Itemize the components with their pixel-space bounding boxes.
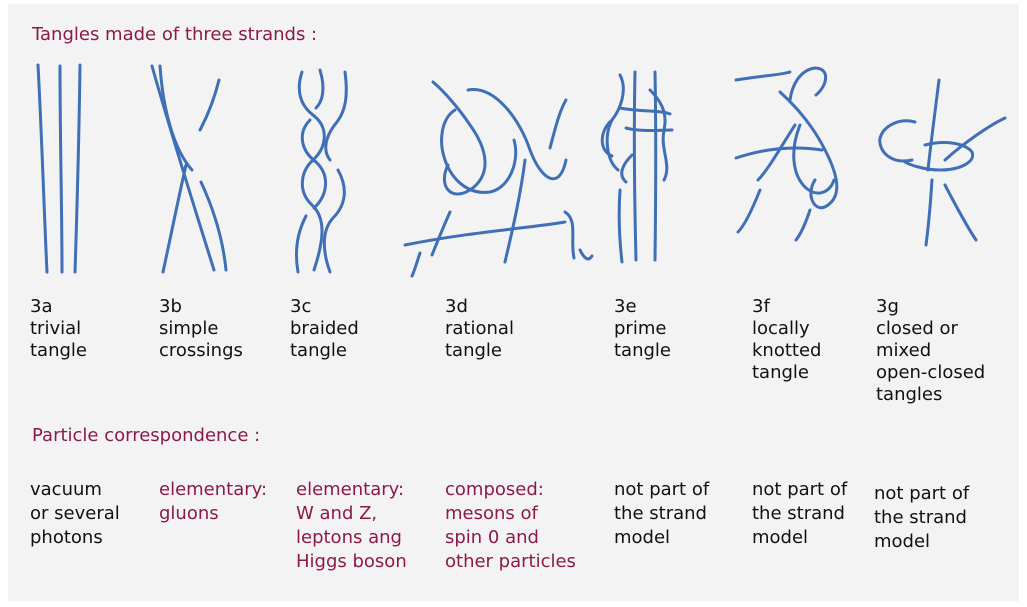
tangle-3a-drawing: [38, 65, 80, 272]
correspondence-line: model: [874, 530, 969, 554]
tangle-name-line: closed or: [876, 318, 985, 340]
tangle-id: 3d: [445, 296, 514, 318]
correspondence-line: composed:: [445, 478, 576, 502]
tangle-id: 3g: [876, 296, 985, 318]
tangle-label-3e: 3e prime tangle: [614, 296, 671, 362]
tangle-name-line: rational: [445, 318, 514, 340]
tangle-name-line: braided: [290, 318, 359, 340]
correspondence-3f: not part of the strand model: [752, 478, 847, 550]
tangle-3c-drawing: [297, 70, 347, 272]
tangle-name-line: tangle: [445, 340, 514, 362]
correspondence-line: not part of: [752, 478, 847, 502]
tangle-name-line: simple: [159, 318, 243, 340]
correspondence-heading: Particle correspondence :: [32, 425, 260, 447]
correspondence-line: photons: [30, 526, 120, 550]
tangle-drawings: [0, 0, 1027, 300]
tangle-name-line: open-closed: [876, 362, 985, 384]
tangle-3e-drawing: [602, 72, 672, 262]
correspondence-line: not part of: [614, 478, 709, 502]
tangle-label-3c: 3c braided tangle: [290, 296, 359, 362]
tangle-id: 3b: [159, 296, 243, 318]
tangle-name-line: crossings: [159, 340, 243, 362]
correspondence-line: W and Z,: [296, 502, 407, 526]
tangle-name-line: tangle: [614, 340, 671, 362]
tangle-3f-drawing: [736, 68, 837, 240]
correspondence-line: other particles: [445, 550, 576, 574]
tangle-id: 3e: [614, 296, 671, 318]
tangle-3d-drawing: [405, 82, 592, 276]
tangle-name-line: trivial: [30, 318, 87, 340]
tangle-label-3b: 3b simple crossings: [159, 296, 243, 362]
correspondence-line: mesons of: [445, 502, 576, 526]
correspondence-line: elementary:: [159, 478, 267, 502]
correspondence-line: elementary:: [296, 478, 407, 502]
tangle-name-line: tangle: [752, 362, 821, 384]
correspondence-line: not part of: [874, 482, 969, 506]
tangle-label-3f: 3f locally knotted tangle: [752, 296, 821, 384]
tangle-id: 3a: [30, 296, 87, 318]
correspondence-line: Higgs boson: [296, 550, 407, 574]
tangle-id: 3f: [752, 296, 821, 318]
tangle-name-line: tangles: [876, 384, 985, 406]
correspondence-line: model: [752, 526, 847, 550]
correspondence-3b: elementary: gluons: [159, 478, 267, 526]
correspondence-line: or several: [30, 502, 120, 526]
correspondence-line: the strand: [752, 502, 847, 526]
correspondence-line: model: [614, 526, 709, 550]
tangle-3g-drawing: [880, 80, 1005, 245]
tangle-name-line: knotted: [752, 340, 821, 362]
correspondence-line: vacuum: [30, 478, 120, 502]
tangle-name-line: prime: [614, 318, 671, 340]
tangle-label-3a: 3a trivial tangle: [30, 296, 87, 362]
tangle-name-line: tangle: [290, 340, 359, 362]
correspondence-3g: not part of the strand model: [874, 482, 969, 554]
correspondence-line: the strand: [614, 502, 709, 526]
tangle-name-line: locally: [752, 318, 821, 340]
correspondence-line: leptons ang: [296, 526, 407, 550]
tangle-name-line: mixed: [876, 340, 985, 362]
correspondence-line: gluons: [159, 502, 267, 526]
correspondence-3c: elementary: W and Z, leptons ang Higgs b…: [296, 478, 407, 574]
correspondence-line: spin 0 and: [445, 526, 576, 550]
tangle-name-line: tangle: [30, 340, 87, 362]
tangle-id: 3c: [290, 296, 359, 318]
tangle-3b-drawing: [152, 66, 226, 272]
tangle-label-3d: 3d rational tangle: [445, 296, 514, 362]
tangle-label-3g: 3g closed or mixed open-closed tangles: [876, 296, 985, 406]
correspondence-line: the strand: [874, 506, 969, 530]
correspondence-3d: composed: mesons of spin 0 and other par…: [445, 478, 576, 574]
correspondence-3a: vacuum or several photons: [30, 478, 120, 550]
correspondence-3e: not part of the strand model: [614, 478, 709, 550]
